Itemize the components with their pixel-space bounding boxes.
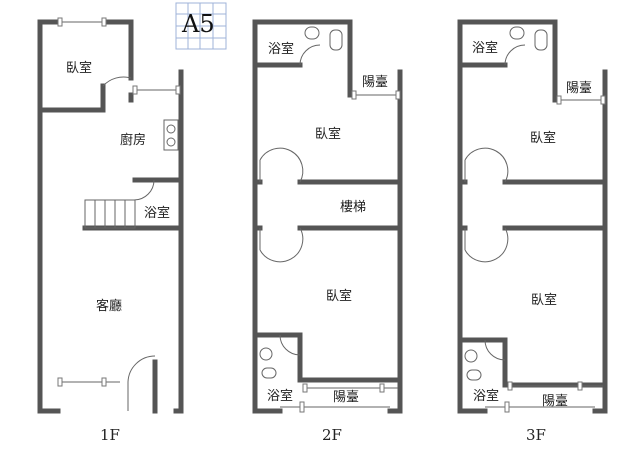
room-label: 浴室	[268, 41, 294, 57]
room-label: 陽臺	[542, 394, 568, 409]
room-label: 臥室	[326, 288, 352, 304]
room-label: 臥室	[531, 292, 557, 308]
floor-label: 1F	[100, 426, 120, 444]
room-label: 陽臺	[362, 75, 388, 90]
room-label: 浴室	[473, 388, 499, 404]
room-label: 陽臺	[566, 81, 592, 96]
floor-label: 3F	[526, 426, 546, 444]
room-label: 臥室	[315, 126, 341, 142]
room-label: 客廳	[96, 298, 122, 314]
room-label: 浴室	[472, 40, 498, 56]
room-label: 臥室	[66, 60, 92, 76]
room-label: 臥室	[530, 130, 556, 146]
floor-label: 2F	[322, 426, 342, 444]
floor-3f: 浴室 陽臺 臥室 臥室 浴室 陽臺 3F	[457, 19, 608, 444]
room-label: 陽臺	[333, 390, 359, 405]
logo: A5	[175, 2, 227, 50]
floor-2f: 浴室 陽臺 臥室 樓梯 臥室 浴室 陽臺 2F	[252, 19, 403, 444]
room-label: 浴室	[144, 205, 170, 221]
room-label: 樓梯	[340, 200, 366, 215]
room-label: 浴室	[267, 388, 293, 404]
room-label: 廚房	[120, 132, 146, 148]
logo-text: A5	[181, 10, 215, 38]
floor-1f: 臥室 廚房 浴室 客廳 1F	[37, 17, 184, 444]
